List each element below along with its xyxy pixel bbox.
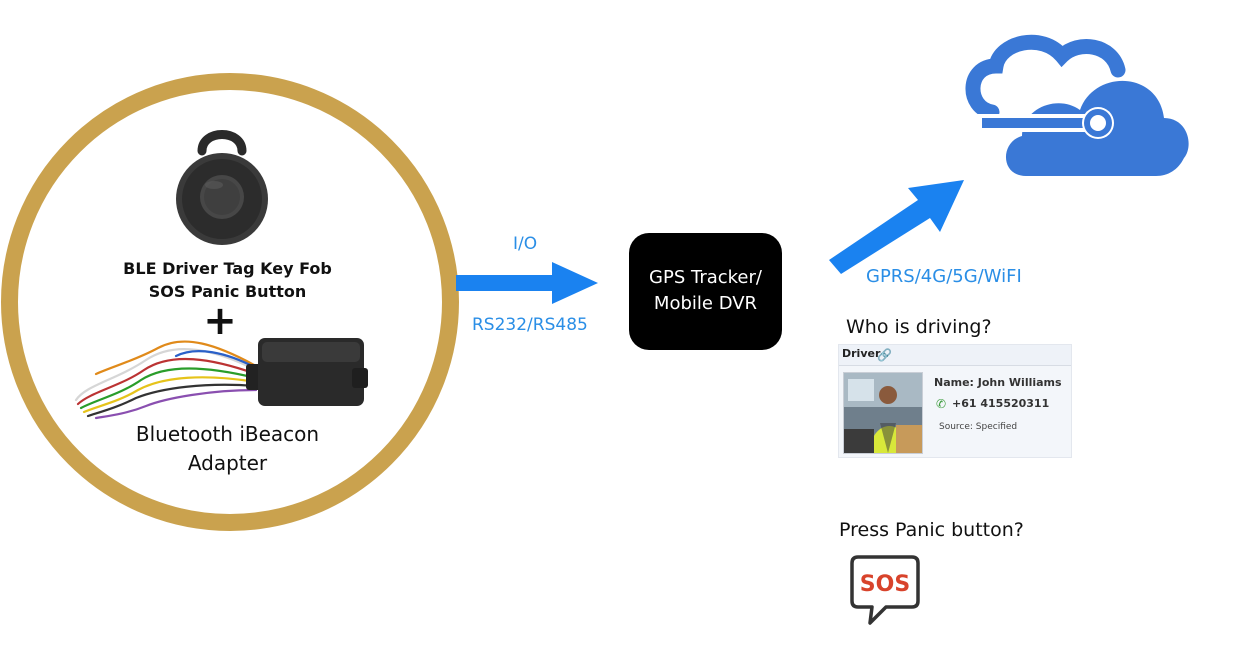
- driver-card-header: [839, 345, 1071, 366]
- driver-name: Name: John Williams: [934, 376, 1062, 389]
- tracker-line2: Mobile DVR: [653, 293, 758, 314]
- network-label: GPRS/4G/5G/WiFI: [866, 266, 1022, 287]
- gps-tracker-box: GPS Tracker/ Mobile DVR: [629, 233, 782, 350]
- sos-text: SOS: [860, 572, 910, 597]
- press-panic-question: Press Panic button?: [839, 519, 1024, 541]
- driver-phone: +61 415520311: [952, 397, 1050, 410]
- rs-label: RS232/RS485: [472, 315, 588, 335]
- driver-photo: [843, 372, 923, 454]
- io-label: I/O: [513, 234, 538, 254]
- cloud-arrow-icon: [829, 180, 964, 274]
- who-is-driving-question: Who is driving?: [846, 316, 992, 338]
- driver-source: Source: Specified: [939, 422, 1018, 432]
- sos-bubble-icon: SOS: [850, 555, 920, 625]
- plus-sign: +: [203, 298, 237, 344]
- phone-icon: ✆: [936, 397, 947, 411]
- io-arrow-icon: [456, 262, 598, 304]
- key-fob-icon: [176, 130, 268, 245]
- fob-label-line2: SOS Panic Button: [148, 282, 307, 301]
- driver-card: Driver 🔗 Name: John Williams ✆ +61 41552…: [838, 344, 1072, 458]
- tracker-line1: GPS Tracker/: [649, 267, 762, 288]
- link-icon[interactable]: 🔗: [877, 348, 892, 362]
- adapter-label-line1: Bluetooth iBeacon: [135, 422, 320, 446]
- cloud-icon: [965, 34, 1189, 176]
- fob-label-line1: BLE Driver Tag Key Fob: [123, 259, 332, 278]
- adapter-label-line2: Adapter: [187, 451, 268, 475]
- bluetooth-adapter-icon: [74, 338, 368, 420]
- driver-card-title: Driver: [842, 347, 881, 360]
